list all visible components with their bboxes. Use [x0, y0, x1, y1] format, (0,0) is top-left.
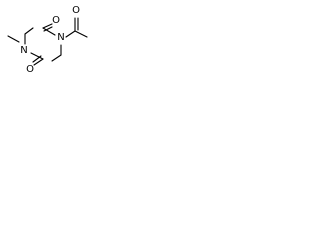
bond-c5-c6 — [51, 54, 62, 62]
atom-label-o-acetyl: O — [72, 5, 80, 16]
atom-label-n-methyl: N — [20, 45, 27, 56]
bond-c3-n4 — [42, 27, 56, 36]
bond-n-acetyl — [65, 30, 76, 38]
atom-label-o-top: O — [52, 15, 60, 26]
bond-c2-c3 — [24, 27, 34, 35]
bond-c5-o-bottom-a — [33, 58, 44, 66]
bond-n-methyl — [7, 35, 20, 43]
bond-c2-o-top-a — [42, 23, 53, 29]
bond-c2-o-top-b — [43, 26, 53, 32]
bond-c6-n1 — [30, 52, 44, 60]
piperazinedione-structure-diagram: N N O O O — [7, 5, 88, 75]
bond-acetyl-methyl — [74, 30, 88, 38]
bond-c5-o-bottom-b — [32, 55, 42, 63]
atom-label-o-bottom: O — [26, 64, 34, 75]
atom-label-n-acetyl: N — [57, 32, 64, 43]
